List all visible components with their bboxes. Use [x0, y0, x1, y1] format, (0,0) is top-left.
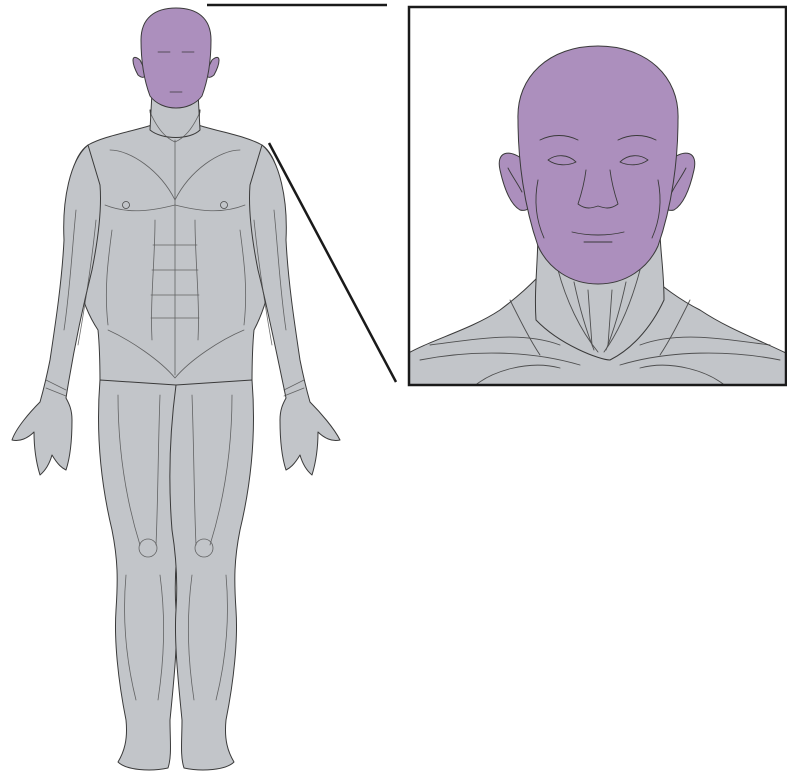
zoom-inset — [405, 7, 787, 390]
body-figure — [12, 8, 340, 770]
inset-face — [518, 46, 678, 284]
right-leg — [170, 380, 254, 770]
head-highlight — [133, 8, 219, 108]
left-leg — [99, 380, 183, 770]
